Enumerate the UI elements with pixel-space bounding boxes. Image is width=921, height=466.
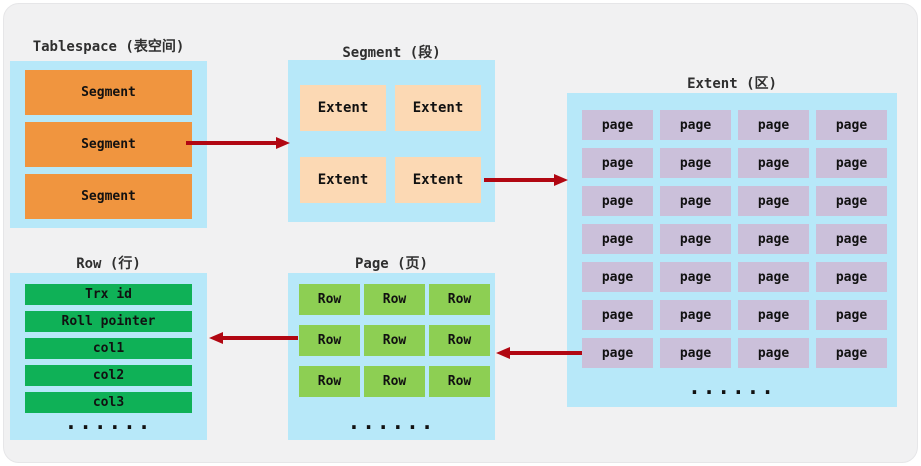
row-ellipsis: ......: [64, 410, 153, 434]
row-cell: Row: [429, 366, 490, 397]
row-field: Trx id: [25, 284, 192, 305]
arrow-line: [220, 336, 298, 340]
arrow-line: [484, 178, 557, 182]
extent-ellipsis: ......: [688, 375, 776, 399]
page-cell: page: [660, 338, 731, 368]
tablespace-title: Tablespace (表空间): [32, 39, 185, 55]
arrow-head-icon: [496, 347, 510, 359]
page-cell: page: [816, 262, 887, 292]
page-cell: page: [738, 338, 809, 368]
row-field: col1: [25, 338, 192, 359]
page-cell: page: [582, 110, 653, 140]
page-cell: page: [738, 262, 809, 292]
segment-title: Segment (段): [342, 45, 441, 61]
page-cell: page: [582, 148, 653, 178]
page-cell: page: [816, 148, 887, 178]
page-cell: page: [582, 338, 653, 368]
page-cell: page: [582, 262, 653, 292]
page-cell: page: [660, 110, 731, 140]
page-cell: page: [738, 300, 809, 330]
row-cell: Row: [364, 366, 425, 397]
extent-box: Extent: [395, 85, 481, 131]
arrow-line: [507, 351, 582, 355]
row-field: Roll pointer: [25, 311, 192, 332]
arrow-head-icon: [276, 137, 290, 149]
page-cell: page: [816, 300, 887, 330]
row-cell: Row: [364, 284, 425, 315]
extent-box: Extent: [395, 157, 481, 203]
arrow-head-icon: [209, 332, 223, 344]
segment-box: Segment: [25, 122, 192, 167]
row-field: col3: [25, 392, 192, 413]
page-cell: page: [582, 186, 653, 216]
arrow-page-to-row: [209, 332, 298, 344]
page-cell: page: [582, 224, 653, 254]
row-container: Trx id Roll pointer col1 col2 col3 ......: [10, 273, 207, 440]
page-cell: page: [660, 224, 731, 254]
arrow-line: [186, 141, 279, 145]
arrow-segment-to-extent: [484, 174, 568, 186]
page-cell: page: [738, 224, 809, 254]
page-cell: page: [738, 186, 809, 216]
arrow-extent-to-page: [496, 347, 582, 359]
row-cell: Row: [429, 325, 490, 356]
page-cell: page: [660, 300, 731, 330]
row-cell: Row: [299, 325, 360, 356]
page-cell: page: [816, 338, 887, 368]
page-cell: page: [816, 110, 887, 140]
page-title: Page (页): [354, 256, 428, 272]
row-title: Row (行): [76, 256, 141, 272]
extent-box: Extent: [300, 157, 386, 203]
page-cell: page: [660, 186, 731, 216]
extent-title: Extent (区): [687, 76, 777, 92]
row-cell: Row: [364, 325, 425, 356]
page-cell: page: [660, 148, 731, 178]
segment-box: Segment: [25, 70, 192, 115]
row-field-list: Trx id Roll pointer col1 col2 col3: [25, 284, 192, 413]
page-cell: page: [582, 300, 653, 330]
row-cell: Row: [299, 366, 360, 397]
page-cell: page: [738, 110, 809, 140]
arrow-tablespace-to-segment: [186, 137, 290, 149]
row-cell: Row: [299, 284, 360, 315]
page-cell: page: [738, 148, 809, 178]
page-cell: page: [816, 186, 887, 216]
arrow-head-icon: [554, 174, 568, 186]
page-ellipsis: ......: [347, 410, 436, 434]
extent-box: Extent: [300, 85, 386, 131]
page-cell: page: [660, 262, 731, 292]
row-cell: Row: [429, 284, 490, 315]
page-cell: page: [816, 224, 887, 254]
segment-box: Segment: [25, 174, 192, 219]
row-field: col2: [25, 365, 192, 386]
